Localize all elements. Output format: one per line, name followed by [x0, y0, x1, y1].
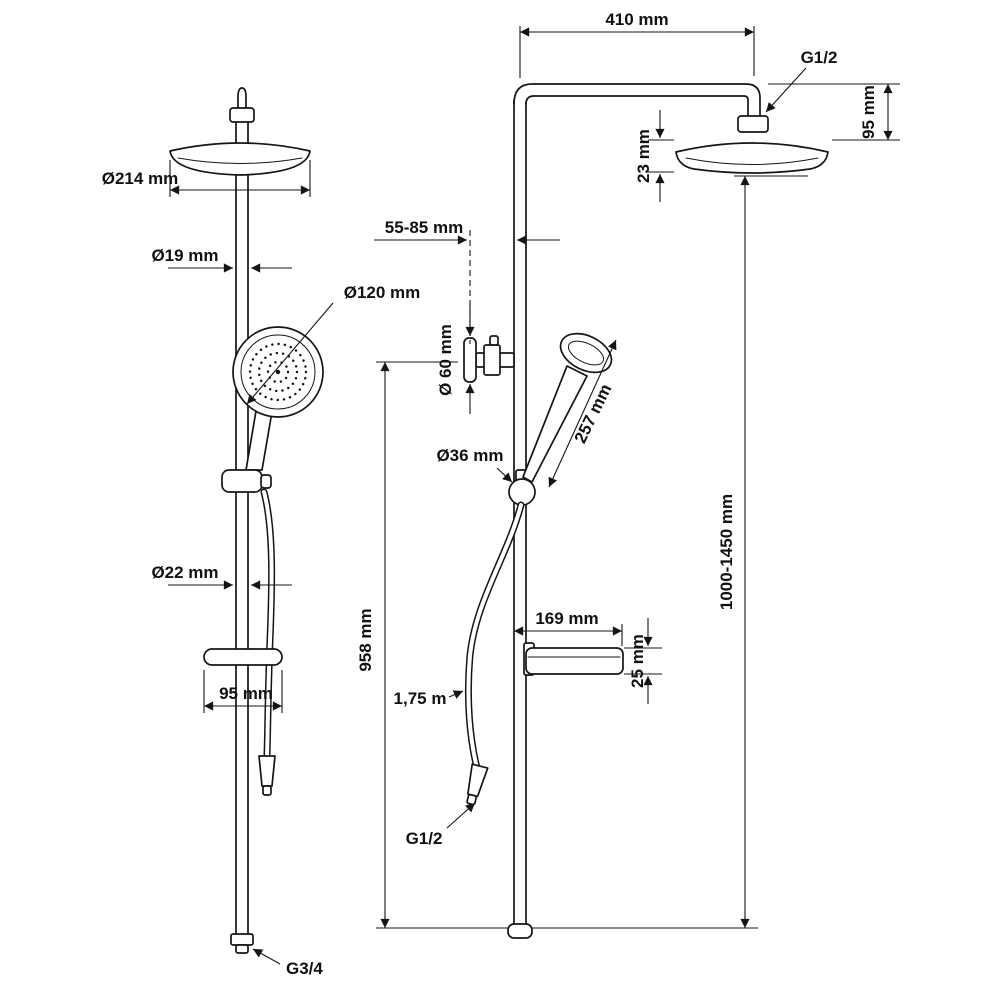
head-connector-nut: [737, 115, 769, 133]
dimensions: Ø214 mm Ø19 mm Ø120 mm Ø22 mm 95 mm: [102, 10, 900, 978]
dim-total-height: 1000-1450 mm: [717, 175, 808, 928]
shelf-thickness-label: 25 mm: [628, 634, 647, 688]
shelf-length-label: 169 mm: [535, 609, 598, 628]
top-width-label: 410 mm: [605, 10, 668, 29]
diverter-diameter-label: Ø36 mm: [436, 446, 503, 465]
dim-bottom-thread: G3/4: [252, 948, 323, 978]
dim-top-width: 410 mm: [519, 10, 755, 78]
dim-top-thread: G1/2: [765, 48, 838, 113]
overhead-shower-front: [169, 142, 311, 176]
dim-hand-shower-diameter: Ø120 mm: [246, 283, 421, 405]
head-diameter-label: Ø214 mm: [102, 169, 179, 188]
dim-shelf-width: 95 mm: [203, 670, 283, 713]
shelf-width-label: 95 mm: [219, 684, 273, 703]
pipe-diameter-label: Ø19 mm: [151, 246, 218, 265]
riser-pipe-front: [235, 121, 249, 935]
dim-wall-distance: 55-85 mm: [374, 218, 560, 344]
dim-shelf-thickness: 25 mm: [624, 618, 662, 704]
shelf-side: [523, 642, 624, 676]
hose-front: [258, 488, 276, 796]
wall-bracket-side: [463, 335, 515, 383]
soap-dish-front: [203, 648, 283, 666]
hose-side: [464, 501, 525, 806]
dim-pipe-diameter: Ø19 mm: [151, 246, 292, 273]
dim-hose-length: 1,75 m: [394, 689, 464, 708]
top-thread-label: G1/2: [801, 48, 838, 67]
pipe-foot: [507, 923, 533, 939]
dim-diverter-diameter: Ø36 mm: [436, 446, 513, 483]
flange-diameter-label: Ø 60 mm: [436, 324, 455, 396]
diverter-knob: [508, 478, 536, 506]
front-view: [169, 87, 324, 954]
rail-height-label: 958 mm: [356, 608, 375, 671]
bottom-thread-label: G3/4: [286, 959, 323, 978]
hand-shower-diameter-label: Ø120 mm: [344, 283, 421, 302]
top-arm-front: [229, 87, 255, 123]
riser-pipe-side: [507, 83, 769, 939]
slider-bracket-front: [221, 469, 272, 493]
hand-shower-front: [232, 326, 324, 471]
hose-length-label: 1,75 m: [394, 689, 447, 708]
wall-distance-label: 55-85 mm: [385, 218, 463, 237]
dim-head-drop: 95 mm: [768, 83, 900, 141]
lower-pipe-diameter-label: Ø22 mm: [151, 563, 218, 582]
total-height-label: 1000-1450 mm: [717, 494, 736, 610]
hose-thread-label: G1/2: [406, 829, 443, 848]
dim-head-diameter: Ø214 mm: [102, 160, 311, 197]
dim-head-thickness: 23 mm: [634, 110, 674, 202]
dim-rail-height: 958 mm: [356, 361, 458, 928]
overhead-shower-side: [675, 142, 829, 174]
dim-lower-pipe-diameter: Ø22 mm: [151, 563, 292, 590]
head-thickness-label: 23 mm: [634, 129, 653, 183]
dim-shelf-length: 169 mm: [514, 609, 623, 646]
head-drop-label: 95 mm: [859, 85, 878, 139]
dim-flange-diameter: Ø 60 mm: [436, 304, 475, 414]
dim-hose-thread: G1/2: [406, 802, 476, 848]
side-view: [376, 83, 829, 939]
bottom-fitting-front: [230, 933, 254, 954]
